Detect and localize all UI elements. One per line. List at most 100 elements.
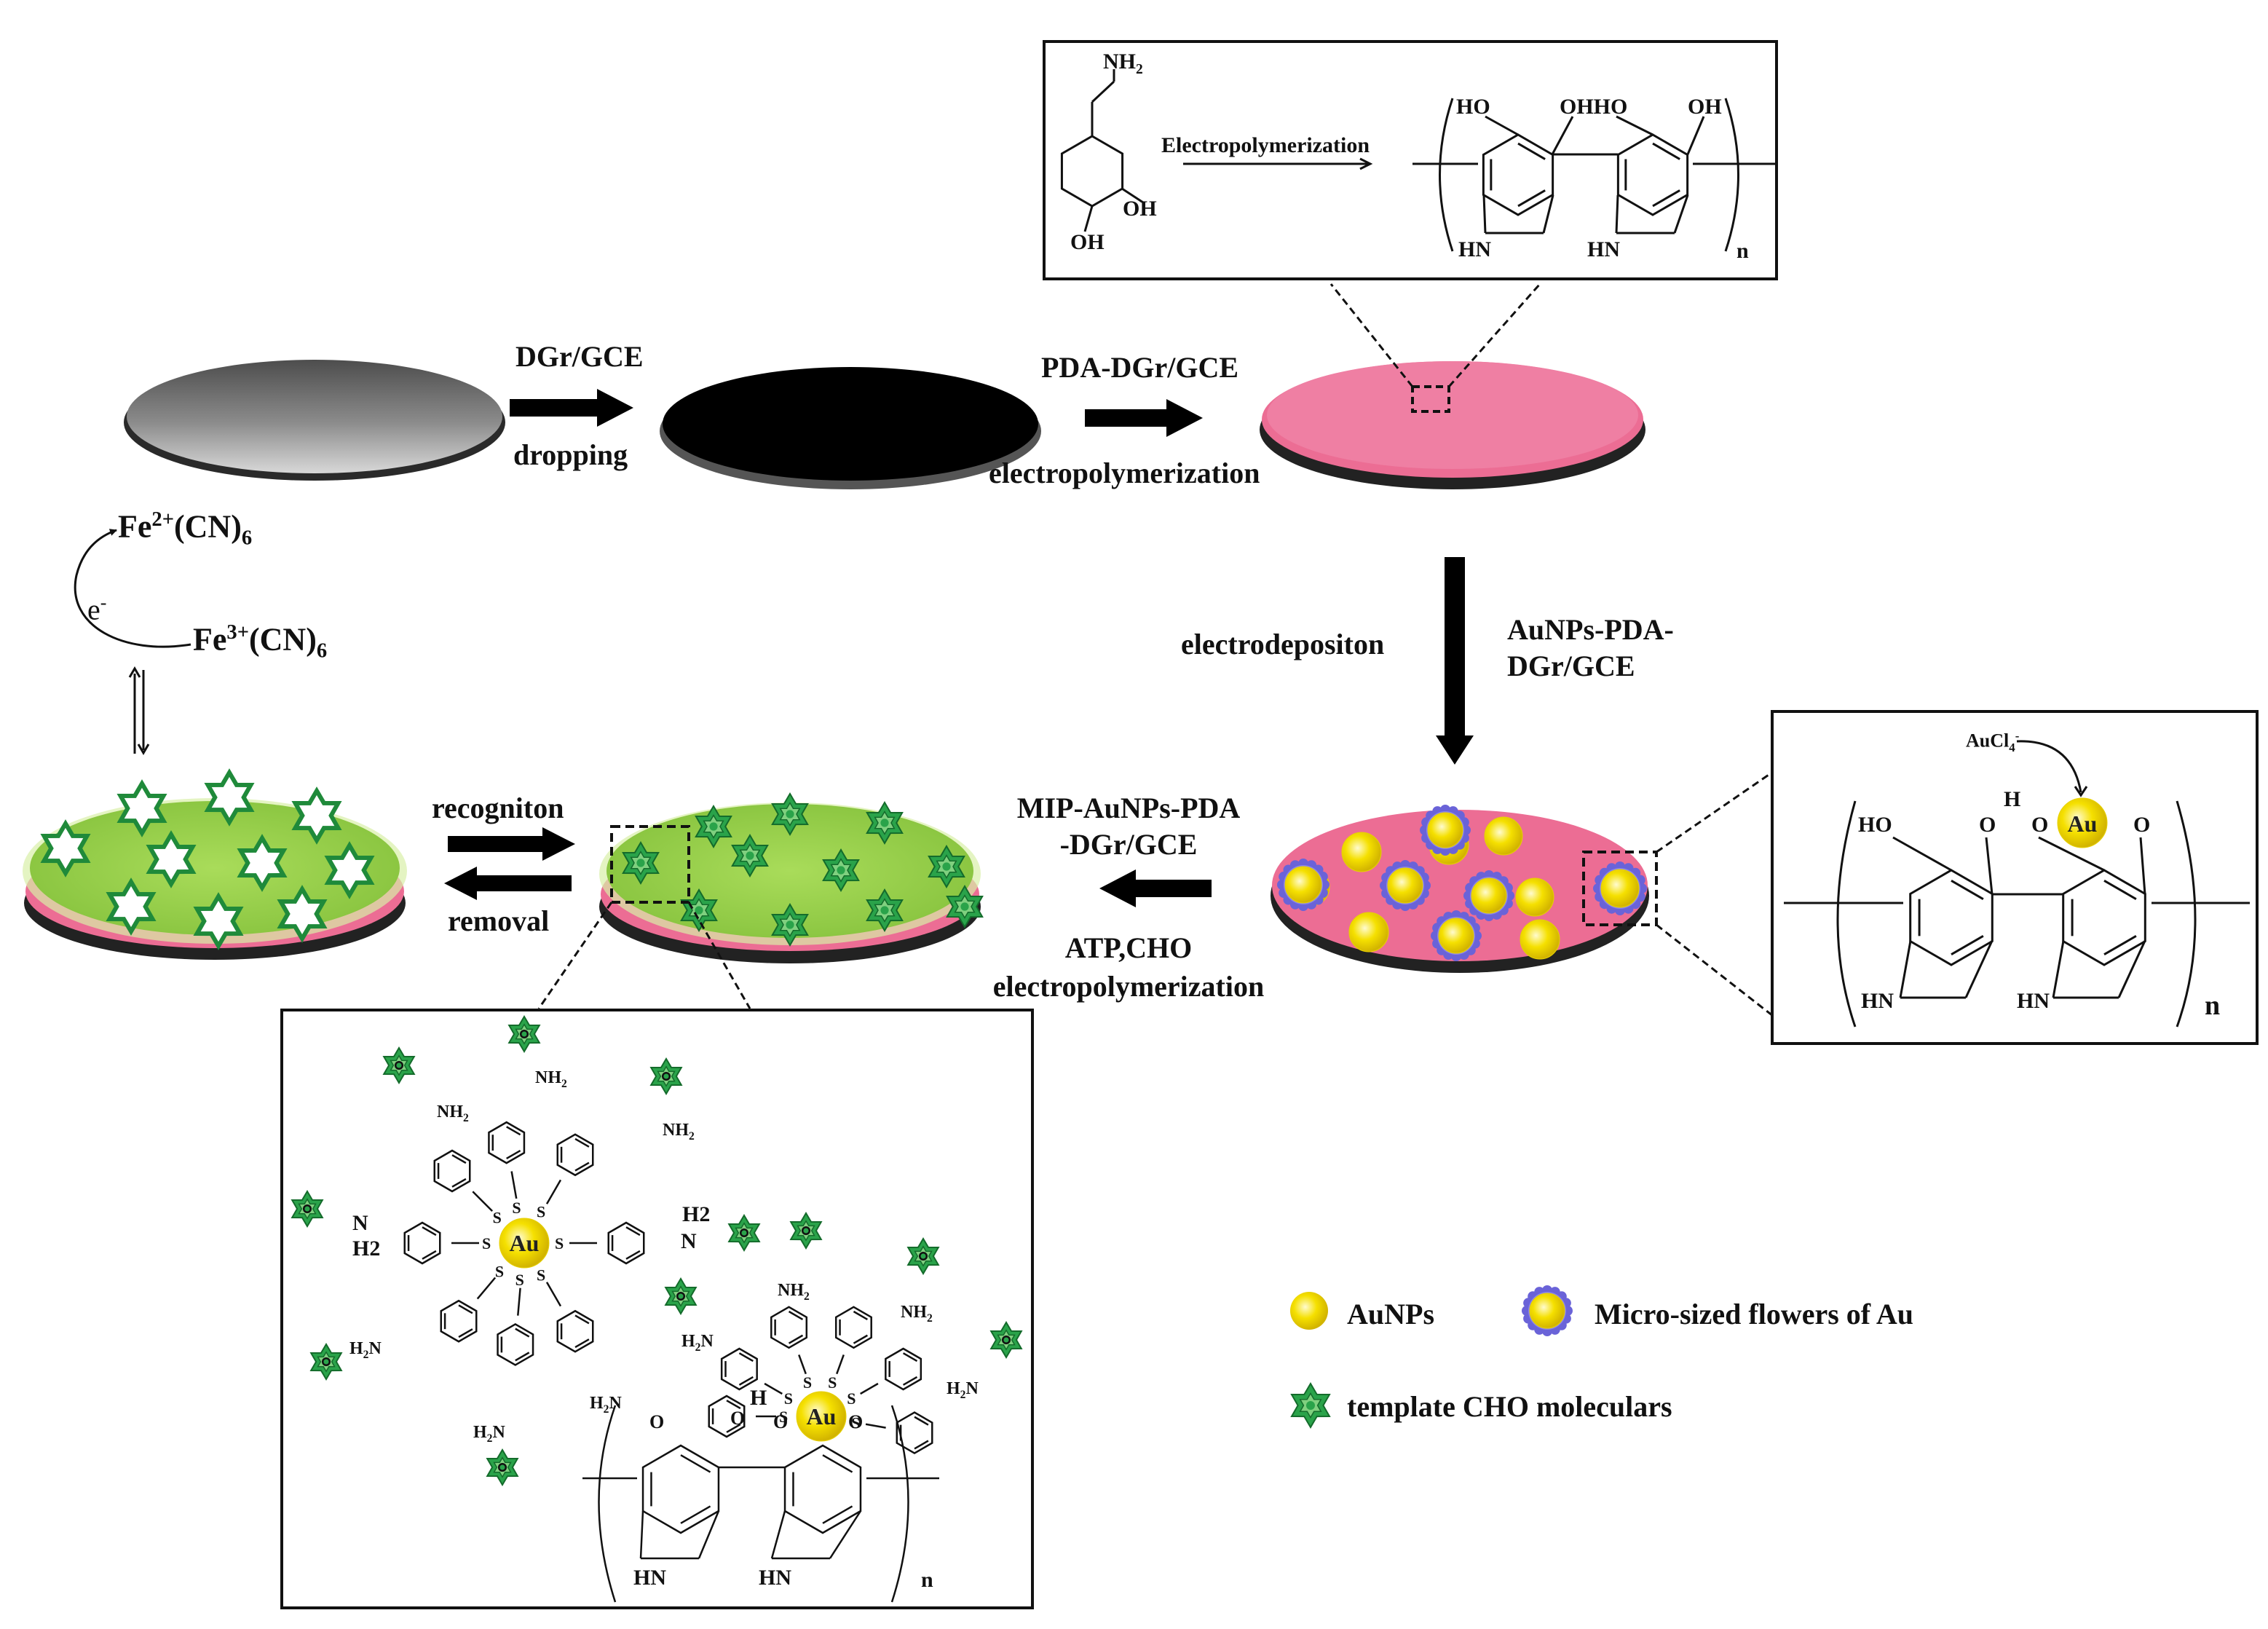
au-flower: [1420, 805, 1471, 856]
double-bond: [574, 1161, 590, 1172]
bond: [1485, 115, 1519, 136]
aunp: [2057, 797, 2108, 848]
bottom-au-label-1: Au: [510, 1230, 540, 1256]
benzene-ring: [720, 1347, 758, 1391]
label-recognition: recogniton: [432, 792, 564, 824]
aunp: [1427, 812, 1463, 848]
aunp: [1348, 912, 1389, 952]
double-bond: [902, 1376, 918, 1386]
right-aucl4-sub: 4: [2009, 740, 2015, 754]
reaction-arrow: [1359, 157, 1373, 170]
double-bond: [422, 1250, 437, 1260]
cavity-star: [146, 830, 197, 888]
template-star: [309, 1343, 343, 1381]
amine-label: H2N: [947, 1379, 979, 1401]
label-electropolymerization-2: electropolymerization: [992, 970, 1265, 1003]
benzene-ring: [488, 1121, 526, 1164]
aunp: [1529, 1293, 1565, 1329]
template-star: [507, 1015, 541, 1053]
top-hn-1: HN: [1458, 237, 1491, 261]
top-nh2: NH2: [1103, 50, 1143, 77]
label-electrodeposition: electrodepositon: [1181, 628, 1385, 660]
bracket-left: [1836, 800, 1857, 1028]
double-bond: [1517, 142, 1546, 160]
double-bond: [902, 1352, 918, 1362]
benzene-ring: [834, 1306, 872, 1349]
double-bond: [822, 1454, 853, 1473]
benzene-ring: [1616, 133, 1689, 216]
template-star: [771, 792, 809, 836]
bottom-h: H: [750, 1386, 767, 1410]
oxygen-label: O: [649, 1411, 665, 1432]
s-atom: S: [828, 1373, 837, 1392]
bond: [1615, 194, 1619, 234]
cavity-star: [116, 779, 167, 837]
bottom-n: n: [921, 1568, 933, 1592]
double-bond: [853, 1334, 869, 1344]
template-star: [866, 888, 904, 932]
bottom-h2-top: H2: [682, 1202, 711, 1226]
bond: [770, 1510, 786, 1559]
s-atom: S: [779, 1408, 788, 1426]
double-bond: [788, 1334, 804, 1344]
benzene-ring: [783, 1444, 862, 1534]
legend-icons: [1290, 1285, 1573, 1429]
bond: [865, 1423, 886, 1429]
template-star: [928, 845, 965, 888]
cavity-star: [324, 841, 375, 899]
aunp: [1484, 816, 1523, 856]
bottom-n-h2-n: N: [352, 1211, 368, 1235]
template-star: [822, 848, 860, 892]
bottom-au-label-2: Au: [807, 1403, 837, 1429]
template-star: [1290, 1382, 1331, 1429]
s-atom: S: [537, 1203, 545, 1221]
double-bond: [1652, 142, 1680, 160]
double-bond: [506, 1149, 521, 1160]
double-bond: [738, 1376, 754, 1386]
label-dgr-gce: DGr/GCE: [515, 340, 644, 373]
amine-label: H2N: [349, 1339, 382, 1361]
template-star: [622, 841, 660, 885]
bracket-left: [1439, 98, 1454, 252]
double-bond: [574, 1314, 590, 1325]
label-electron: e-: [87, 593, 106, 624]
bottom-n-h2-h2: H2: [352, 1236, 381, 1261]
benzene-ring: [1482, 133, 1554, 216]
cavity-star: [106, 877, 157, 936]
bond: [1121, 187, 1144, 204]
right-aucl4-base: AuCl: [1966, 730, 2010, 752]
fe3-ligand: (CN): [249, 621, 317, 658]
electron-symbol: e: [87, 593, 100, 626]
s-atom: S: [482, 1234, 491, 1253]
benzene-ring: [885, 1347, 922, 1391]
amine-label: H2N: [590, 1394, 622, 1416]
right-ho: HO: [1858, 813, 1892, 837]
s-atom: S: [495, 1262, 504, 1280]
oxygen-label: O: [848, 1411, 864, 1432]
au-flower: [1431, 910, 1482, 961]
template-star: [291, 1190, 324, 1228]
bond: [1686, 116, 1705, 155]
bond: [764, 1382, 783, 1395]
top-oh-1: OH: [1123, 197, 1157, 221]
right-hn-2: HN: [2017, 989, 2050, 1013]
double-bond: [726, 1400, 741, 1410]
s-atom: S: [555, 1234, 564, 1253]
cavity-star: [277, 885, 328, 943]
fe3-charge: 3+: [226, 621, 249, 644]
bond: [1616, 115, 1653, 136]
bracket-right: [2176, 800, 2197, 1028]
benzene-ring: [497, 1323, 534, 1366]
double-bond: [914, 1416, 929, 1426]
disc-mip-electrode: [537, 792, 984, 1009]
right-au-label: Au: [2068, 810, 2098, 837]
disc-bare-gce: [124, 360, 505, 481]
top-poly-ohho: OHHO: [1560, 95, 1628, 119]
right-o-2: O: [2031, 813, 2049, 837]
benzene-ring: [403, 1221, 441, 1265]
box-right-structures: Au: [1784, 740, 2250, 1028]
template-star: [486, 1448, 519, 1486]
benzene-ring: [708, 1395, 746, 1438]
label-electropolymerization: electropolymerization: [989, 457, 1260, 489]
